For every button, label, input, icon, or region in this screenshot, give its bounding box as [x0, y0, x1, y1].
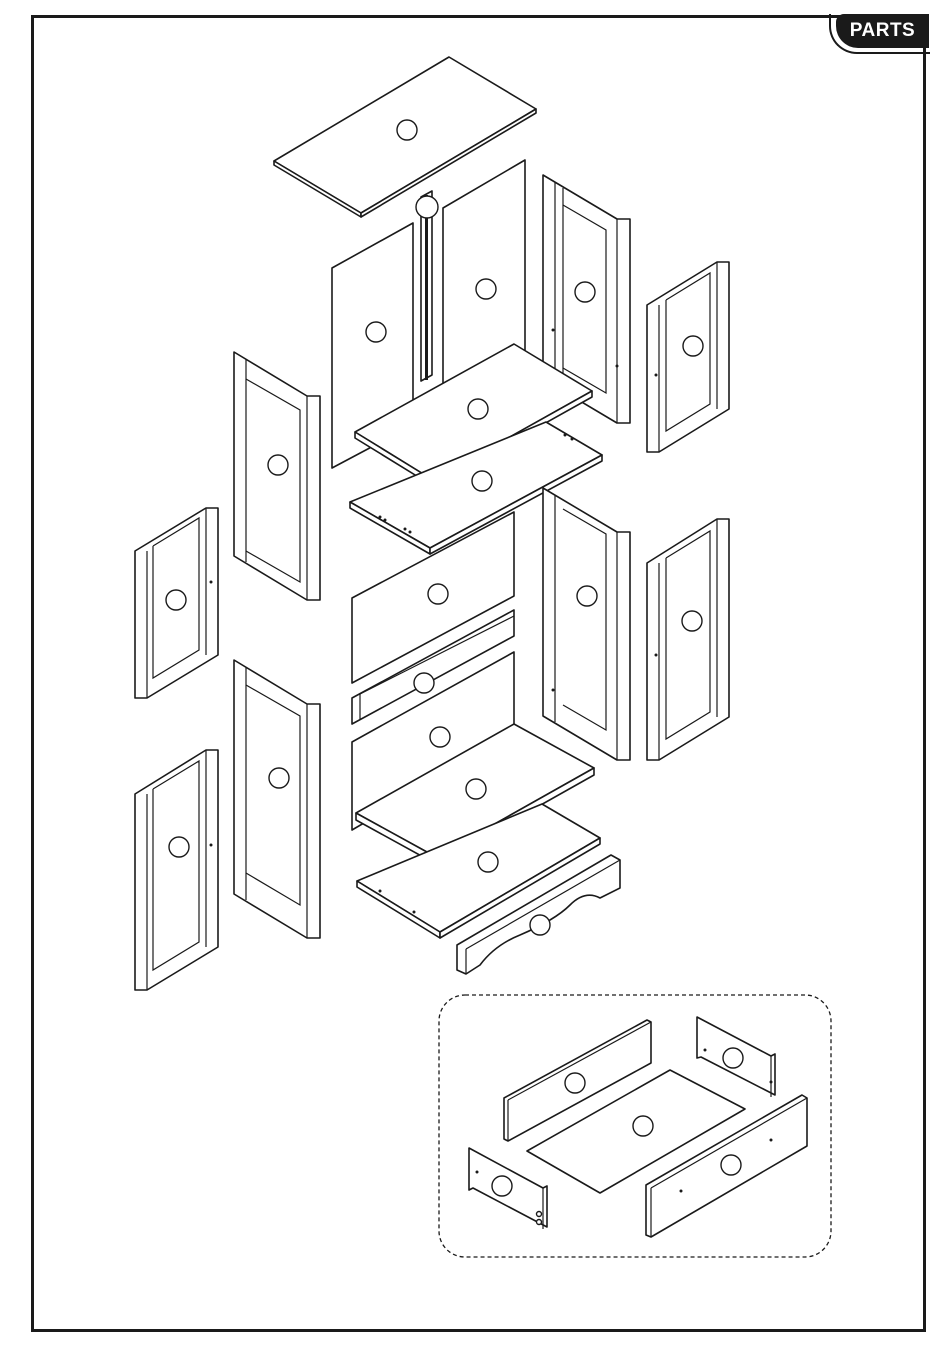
side-frame-middle-right	[543, 488, 630, 760]
part-marker	[366, 322, 386, 342]
part-marker	[492, 1176, 512, 1196]
door-middle-right	[647, 519, 729, 760]
door-upper-left	[135, 508, 218, 698]
part-marker	[721, 1155, 741, 1175]
part-marker	[169, 837, 189, 857]
drawer-parts-inset	[439, 995, 831, 1257]
part-marker	[723, 1048, 743, 1068]
part-marker	[428, 584, 448, 604]
part-marker	[575, 282, 595, 302]
side-frame-upper-left	[234, 352, 320, 600]
drawer-side-left	[469, 1148, 547, 1229]
part-marker	[476, 279, 496, 299]
door-lower-left	[135, 750, 218, 990]
part-marker	[466, 779, 486, 799]
part-marker	[269, 768, 289, 788]
part-marker	[468, 399, 488, 419]
door-upper-right	[647, 262, 729, 452]
part-marker	[530, 915, 550, 935]
part-marker	[633, 1116, 653, 1136]
part-marker	[416, 196, 438, 218]
part-marker	[397, 120, 417, 140]
side-frame-lower-left	[234, 660, 320, 938]
part-marker	[577, 586, 597, 606]
part-marker	[166, 590, 186, 610]
part-marker	[430, 727, 450, 747]
part-marker	[565, 1073, 585, 1093]
drawer-side-right	[697, 1017, 775, 1097]
part-marker	[682, 611, 702, 631]
back-center-rail	[416, 191, 438, 381]
part-marker	[268, 455, 288, 475]
part-marker	[478, 852, 498, 872]
part-marker	[683, 336, 703, 356]
part-marker	[472, 471, 492, 491]
part-marker	[414, 673, 434, 693]
